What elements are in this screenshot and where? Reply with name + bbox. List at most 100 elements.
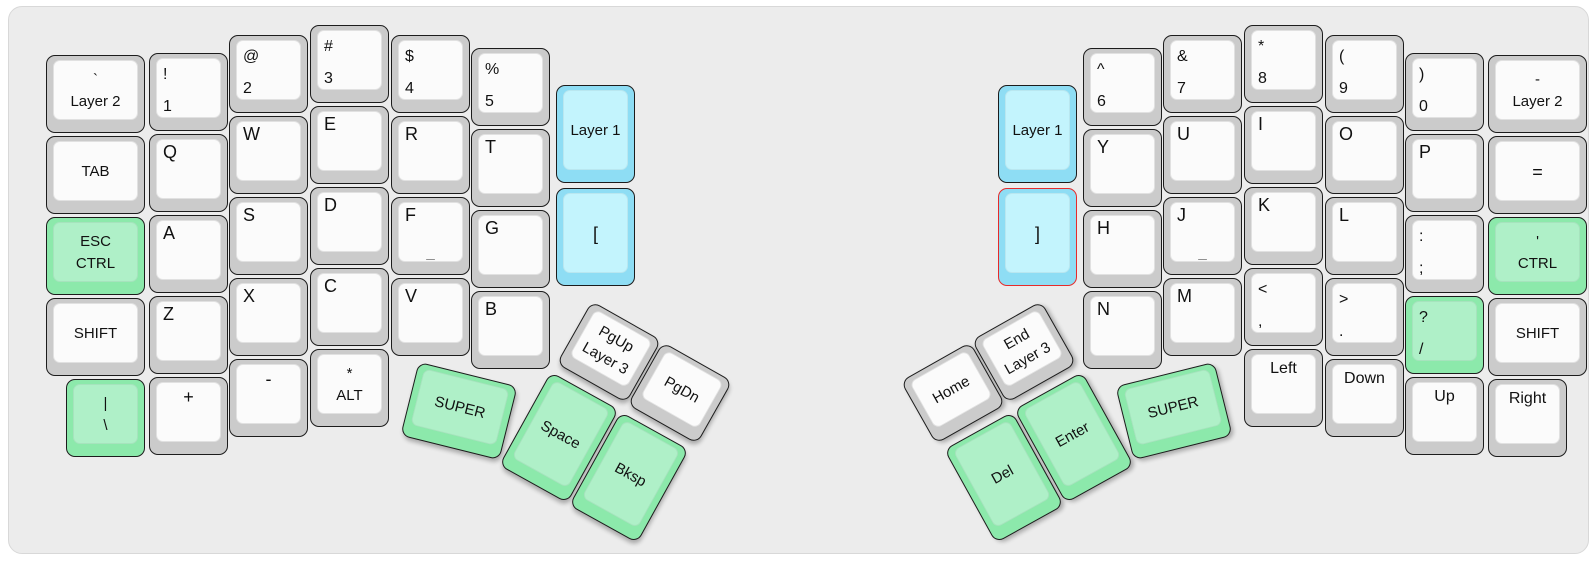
keycap-surface <box>156 382 221 442</box>
key-caret-6[interactable]: ^6 <box>1083 48 1162 126</box>
key-a[interactable]: A <box>149 215 228 293</box>
homing-bar: _ <box>1198 244 1207 261</box>
key-at-2[interactable]: @2 <box>229 35 308 113</box>
keycap-surface <box>1495 384 1560 444</box>
key-labels: V <box>392 279 469 355</box>
key-m[interactable]: M <box>1163 278 1242 356</box>
keycap-surface <box>478 53 543 113</box>
key-greater-period[interactable]: >. <box>1325 278 1404 356</box>
key-labels: $4 <box>392 36 469 112</box>
key-amp-7[interactable]: &7 <box>1163 35 1242 113</box>
key-hash-3[interactable]: #3 <box>310 25 389 103</box>
keycap-surface <box>317 192 382 252</box>
key-label: Layer 3 <box>579 338 632 379</box>
key-label: ( <box>1339 48 1345 65</box>
key-labels: `Layer 2 <box>47 56 144 132</box>
keycap-surface <box>563 90 628 170</box>
key-t[interactable]: T <box>471 129 550 207</box>
key-e[interactable]: E <box>310 106 389 184</box>
key-u[interactable]: U <box>1163 116 1242 194</box>
key-i[interactable]: I <box>1244 106 1323 184</box>
key-right-arrow[interactable]: Right <box>1488 379 1567 457</box>
key-label: 0 <box>1419 98 1428 115</box>
key-o[interactable]: O <box>1325 116 1404 194</box>
key-asterisk-8[interactable]: *8 <box>1244 25 1323 103</box>
key-l[interactable]: L <box>1325 197 1404 275</box>
key-label: I <box>1258 114 1264 134</box>
key-d[interactable]: D <box>310 187 389 265</box>
key-equals[interactable]: = <box>1488 136 1587 214</box>
key-b[interactable]: B <box>471 291 550 369</box>
key-label: End <box>1001 325 1033 354</box>
key-labels: Up <box>1406 378 1483 454</box>
key-s[interactable]: S <box>229 197 308 275</box>
key-percent-5[interactable]: %5 <box>471 48 550 126</box>
key-labels: *ALT <box>311 350 388 426</box>
key-r[interactable]: R <box>391 116 470 194</box>
key-label: E <box>324 114 337 134</box>
key-labels: X <box>230 279 307 355</box>
key-quote-ctrl[interactable]: 'CTRL <box>1488 217 1587 295</box>
key-label: : <box>1419 228 1424 245</box>
key-rparen-0[interactable]: )0 <box>1405 53 1484 131</box>
key-down-arrow[interactable]: Down <box>1325 359 1404 437</box>
key-less-comma[interactable]: <, <box>1244 268 1323 346</box>
key-shift-right[interactable]: SHIFT <box>1488 298 1587 376</box>
key-labels: ] <box>999 189 1076 285</box>
keycap-surface <box>156 301 221 361</box>
key-lparen-9[interactable]: (9 <box>1325 35 1404 113</box>
key-left-arrow[interactable]: Left <box>1244 349 1323 427</box>
key-shift-left[interactable]: SHIFT <box>46 298 145 376</box>
key-label: W <box>243 124 260 144</box>
key-label: Layer 1 <box>570 122 621 139</box>
key-label: O <box>1339 124 1354 144</box>
keycap-surface <box>1495 141 1580 201</box>
keycap-surface <box>156 58 221 118</box>
key-minus[interactable]: - <box>229 359 308 437</box>
keycap-surface <box>639 349 724 430</box>
key-label: ? <box>1419 309 1428 326</box>
key-label: @ <box>243 48 260 65</box>
key-v[interactable]: V <box>391 278 470 356</box>
key-g[interactable]: G <box>471 210 550 288</box>
key-left-bracket[interactable]: [ <box>556 188 635 286</box>
key-tab[interactable]: TAB <box>46 136 145 214</box>
key-q[interactable]: Q <box>149 134 228 212</box>
key-dollar-4[interactable]: $4 <box>391 35 470 113</box>
key-labels: <, <box>1245 269 1322 345</box>
key-f[interactable]: F_ <box>391 197 470 275</box>
key-dash-layer2[interactable]: -Layer 2 <box>1488 55 1587 133</box>
keycap-surface <box>317 111 382 171</box>
key-super-left[interactable]: SUPER <box>400 361 518 461</box>
key-grave-layer2[interactable]: `Layer 2 <box>46 55 145 133</box>
key-j[interactable]: J_ <box>1163 197 1242 275</box>
key-h[interactable]: H <box>1083 210 1162 288</box>
key-y[interactable]: Y <box>1083 129 1162 207</box>
key-layer1-right[interactable]: Layer 1 <box>998 85 1077 183</box>
key-z[interactable]: Z <box>149 296 228 374</box>
key-colon-semicolon[interactable]: :; <box>1405 215 1484 293</box>
key-w[interactable]: W <box>229 116 308 194</box>
key-p[interactable]: P <box>1405 134 1484 212</box>
key-label: Y <box>1097 137 1110 157</box>
keycap-surface <box>1090 296 1155 356</box>
key-pipe-backslash[interactable]: |\ <box>66 379 145 457</box>
key-label: CTRL <box>75 255 116 272</box>
key-asterisk-alt[interactable]: *ALT <box>310 349 389 427</box>
key-label: Up <box>1434 388 1455 405</box>
key-super-right[interactable]: SUPER <box>1115 361 1233 461</box>
key-exclam-1[interactable]: !1 <box>149 53 228 131</box>
key-layer1-left[interactable]: Layer 1 <box>556 85 635 183</box>
key-up-arrow[interactable]: Up <box>1405 377 1484 455</box>
key-plus[interactable]: + <box>149 377 228 455</box>
key-question-slash[interactable]: ?/ <box>1405 296 1484 374</box>
key-labels: Q <box>150 135 227 211</box>
key-k[interactable]: K <box>1244 187 1323 265</box>
key-right-bracket[interactable]: ] <box>998 188 1077 286</box>
key-x[interactable]: X <box>229 278 308 356</box>
key-n[interactable]: N <box>1083 291 1162 369</box>
key-c[interactable]: C <box>310 268 389 346</box>
key-label: \ <box>103 417 108 434</box>
key-label: 1 <box>163 98 172 115</box>
